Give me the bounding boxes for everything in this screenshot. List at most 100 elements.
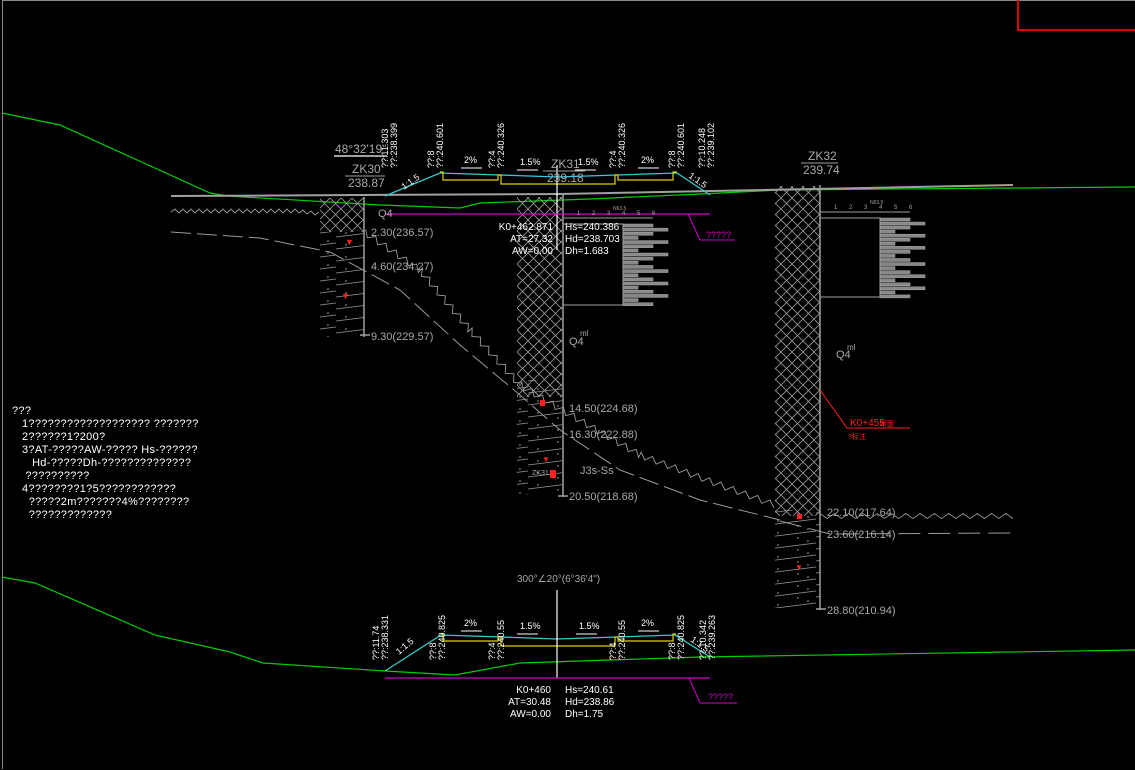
svg-text:▼: ▼ xyxy=(345,237,354,247)
borehole-zk32[interactable]: ▼ xyxy=(775,185,826,610)
notes-line: ????????????? xyxy=(22,509,113,521)
zk31-depth-2: 16.30(222.88) xyxy=(569,429,638,441)
station-dh: Dh=1.683 xyxy=(565,246,609,257)
slope-labels-bottom: 1:1.52%1.5%1.5%2%1:1.5 xyxy=(394,618,711,657)
svg-text:▼: ▼ xyxy=(795,563,803,572)
zk30-depth-2: 4.60(234.27) xyxy=(371,261,433,273)
station-dh: Dh=1.75 xyxy=(565,709,604,720)
station-hd: Hd=238.86 xyxy=(565,697,615,708)
spt-bar xyxy=(622,240,669,244)
edge-label-top: ??:4 xyxy=(608,150,618,168)
zk30-depth-3: 9.30(229.57) xyxy=(371,331,433,343)
station-hs: Hs=240.386 xyxy=(565,222,620,233)
edge-label-top: ??:10.342 xyxy=(698,620,708,660)
soil-q4-sup-2: ml xyxy=(580,329,589,338)
svg-text:▼: ▼ xyxy=(341,291,350,301)
spt-bar xyxy=(879,250,911,254)
zk32-depth-1: 22.10(217.64) xyxy=(827,507,896,519)
edge-label-top: ??:4 xyxy=(608,642,618,660)
spt-frame xyxy=(820,217,881,297)
existing-surface-top xyxy=(170,184,1014,197)
station-info-top: K0+462.871 AT=27.32 AW=0.00 Hs=240.386 H… xyxy=(499,222,620,257)
spt-tick: 1 xyxy=(834,205,838,211)
rock-boundary-dashed xyxy=(170,231,781,521)
edge-label-top: ??:10.248 xyxy=(697,128,707,168)
soil-q4-label-1: Q4 xyxy=(378,208,393,220)
spt-frame xyxy=(563,223,624,305)
notes-line: 1??????????????????? ??????? xyxy=(22,418,199,430)
edge-label-bottom: ??:240.55 xyxy=(617,620,627,660)
station-hd: Hd=238.703 xyxy=(565,234,620,245)
slope-label: 2% xyxy=(464,155,477,165)
station-at: AT=30.48 xyxy=(508,697,551,708)
spt-bar xyxy=(879,262,926,266)
spt-bar xyxy=(879,290,896,295)
spt-bar xyxy=(879,237,911,242)
spt-axis-label: N63.5 xyxy=(870,200,884,206)
angle-label-bottom: 300°∠20°(6°36'4") xyxy=(517,574,600,585)
zk31-id: ZK31 xyxy=(551,157,580,171)
station-aw: AW=0.00 xyxy=(512,246,553,257)
spt-bar xyxy=(879,221,926,226)
callout-sub: ?标注 xyxy=(848,432,866,441)
spt-bar xyxy=(622,252,669,257)
zk32-id: ZK32 xyxy=(808,149,837,163)
spt-axis-label: N63.5 xyxy=(613,206,627,212)
spt-bar xyxy=(622,294,669,298)
spt-tick: 1 xyxy=(577,211,581,217)
callout-title-suffix: 断面 xyxy=(880,419,894,428)
spt-bar xyxy=(622,285,639,290)
spt-tick: 2 xyxy=(592,211,596,217)
spt-bar xyxy=(622,248,639,253)
edge-label-bottom: ??:240.601 xyxy=(435,123,445,168)
borehole-zk31[interactable]: ▼ xyxy=(517,195,568,497)
spt-bar xyxy=(622,232,654,236)
edge-label-bottom: ??:238.399 xyxy=(389,123,399,168)
spt-bar xyxy=(622,261,639,265)
edge-label-bottom: ??:240.326 xyxy=(496,123,506,168)
slope-label: 1.5% xyxy=(520,157,541,167)
spt-bar xyxy=(622,227,669,232)
spt-bar xyxy=(879,278,896,282)
soil-q4-label-3: Q4 xyxy=(836,349,851,361)
zk30-depth-1: 2.30(236.57) xyxy=(371,227,433,239)
edge-label-top: ??:8 xyxy=(428,642,438,660)
edge-labels-top: ??:11.303??:238.399??:8??:240.601??:4??:… xyxy=(380,123,716,168)
weathering-boundary-left xyxy=(170,208,320,216)
edge-label-bottom: ??:238.331 xyxy=(380,615,390,660)
spt-bar xyxy=(879,246,926,250)
spt-bar xyxy=(622,277,654,282)
edge-label-bottom: ??:240.55 xyxy=(496,620,506,660)
ground-line-bottom xyxy=(1,576,1135,676)
weathering-boundary-right xyxy=(819,512,1014,520)
spt-bar xyxy=(622,281,669,286)
title-block xyxy=(1017,0,1135,31)
spt-bar xyxy=(879,266,896,270)
station-hs: Hs=240.61 xyxy=(565,685,614,696)
callout-k0-455[interactable]: K0+455 断面 ?标注 xyxy=(819,389,910,441)
spt-bar xyxy=(879,233,926,238)
slope-label: 1.5% xyxy=(579,621,600,631)
zk30-elevation: 238.87 xyxy=(348,176,385,190)
spt-bar xyxy=(879,282,911,287)
station-k: K0+460 xyxy=(516,685,551,696)
notes-line: 4????????1?5???????????? xyxy=(22,483,177,495)
spt-bar xyxy=(622,265,654,269)
spt-bar xyxy=(879,229,896,234)
design-line-bottom xyxy=(385,677,737,704)
spt-bar xyxy=(879,274,926,278)
slope-label: 1.5% xyxy=(520,621,541,631)
soil-bedrock-label: J3s-Ss xyxy=(580,465,614,477)
spt-bar xyxy=(622,256,654,261)
road-section-bottom xyxy=(384,590,711,678)
borehole-zk30[interactable]: ▼ ▼ xyxy=(320,197,370,337)
spt-bar xyxy=(879,254,896,258)
spt-tick: 3 xyxy=(864,205,868,211)
design-line-top xyxy=(385,213,735,241)
edge-label-bottom: ??:240.326 xyxy=(617,123,627,168)
spt-bar xyxy=(879,225,911,230)
spt-tick: 6 xyxy=(909,205,913,211)
